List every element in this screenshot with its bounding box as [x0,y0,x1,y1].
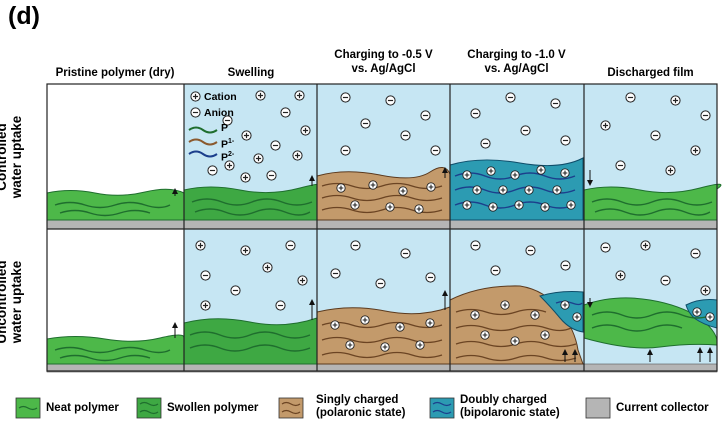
column-header-line1: Charging to -1.0 V [467,49,566,61]
column-header-discharged: Discharged film [583,66,718,80]
legend-doubly-charged-line2: (bipolaronic state) [460,407,560,419]
column-header-charging-05: Charging to -0.5 V vs. Ag/AgCl [317,48,450,76]
legend-doubly-charged: Doubly charged (bipolaronic state) [460,394,560,420]
legend-neat-polymer: Neat polymer [46,402,119,414]
column-header-charging-10: Charging to -1.0 V vs. Ag/AgCl [450,48,583,76]
panel-label: (d) [8,2,40,30]
p-1-line-icon [188,138,218,146]
legend-swollen-polymer: Swollen polymer [167,402,259,414]
column-header-line1: Pristine polymer (dry) [55,67,175,79]
legend-current-collector: Current collector [616,402,709,414]
bottom-legend-swatches [15,397,611,419]
p-2-line-icon [188,150,218,158]
inset-p2-base: P [221,151,229,164]
legend-singly-charged-line2: (polaronic state) [316,407,406,419]
inset-p1-base: P [221,138,229,151]
column-header-line2: vs. Ag/AgCl [484,63,549,75]
cation-icon [190,91,201,102]
inset-p1-sup: 1- [228,138,235,145]
panel-grid [46,83,718,372]
row1-films [46,157,722,221]
thickness-arrows [172,167,713,362]
column-header-line1: Discharged film [607,67,694,79]
inset-p1-label: P1- [221,135,234,152]
anion-icon [190,107,201,118]
p-neutral-line-icon [188,126,218,134]
column-header-pristine: Pristine polymer (dry) [45,66,185,80]
legend-doubly-charged-line1: Doubly charged [460,394,547,406]
column-header-line2: vs. Ag/AgCl [351,63,416,75]
inset-cation-label: Cation [204,91,237,103]
inset-p2-sup: 2- [228,151,235,158]
inset-anion-label: Anion [204,107,234,119]
legend-singly-charged-line1: Singly charged [316,394,399,406]
column-header-line1: Swelling [227,67,275,79]
legend-singly-charged: Singly charged (polaronic state) [316,394,405,420]
column-header-swelling: Swelling [185,66,317,80]
inset-p2-label: P2- [221,148,234,165]
row2-films [46,285,718,365]
inset-legend [188,91,218,158]
inset-p-neutral-label: P [221,122,229,134]
column-header-line1: Charging to -0.5 V [334,49,433,61]
